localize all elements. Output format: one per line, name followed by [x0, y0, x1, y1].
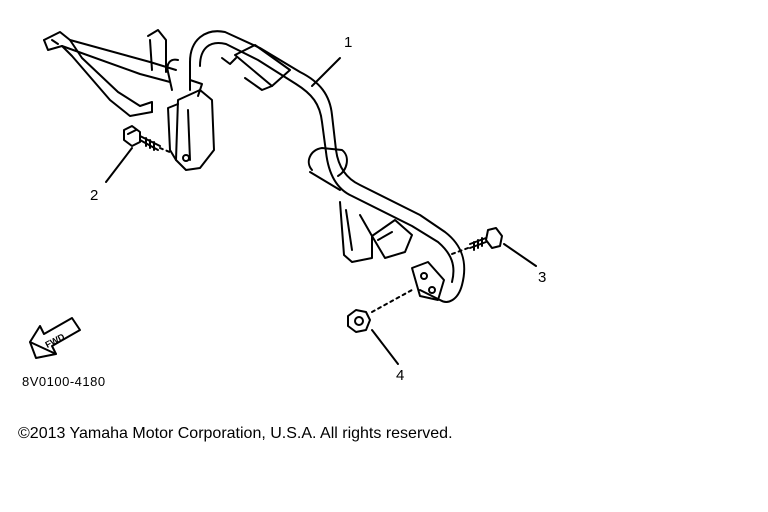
fwd-label: FWD — [44, 331, 67, 350]
left-bracket — [43, 29, 215, 171]
forward-arrow-icon — [29, 317, 81, 359]
copyright-notice: ©2013 Yamaha Motor Corporation, U.S.A. A… — [18, 425, 453, 442]
figure-code: 8V0100-4180 — [22, 374, 106, 389]
bolt-3-guide — [451, 247, 469, 255]
callout-2: 2 — [90, 187, 98, 204]
leader-3 — [503, 243, 537, 267]
leader-2 — [105, 147, 133, 183]
leader-1 — [311, 57, 341, 87]
bolt-2-guide — [159, 147, 173, 154]
frame-bracket — [166, 30, 466, 303]
nut-4-guide — [371, 289, 413, 313]
bolt-2-icon — [123, 125, 161, 151]
callout-3: 3 — [538, 269, 546, 286]
parts-diagram: 1 2 3 4 FWD — [29, 29, 546, 384]
callout-1: 1 — [344, 34, 352, 51]
bolt-3-icon — [469, 227, 503, 251]
callout-4: 4 — [396, 367, 404, 384]
nut-4-icon — [347, 309, 371, 333]
leader-4 — [371, 329, 399, 365]
